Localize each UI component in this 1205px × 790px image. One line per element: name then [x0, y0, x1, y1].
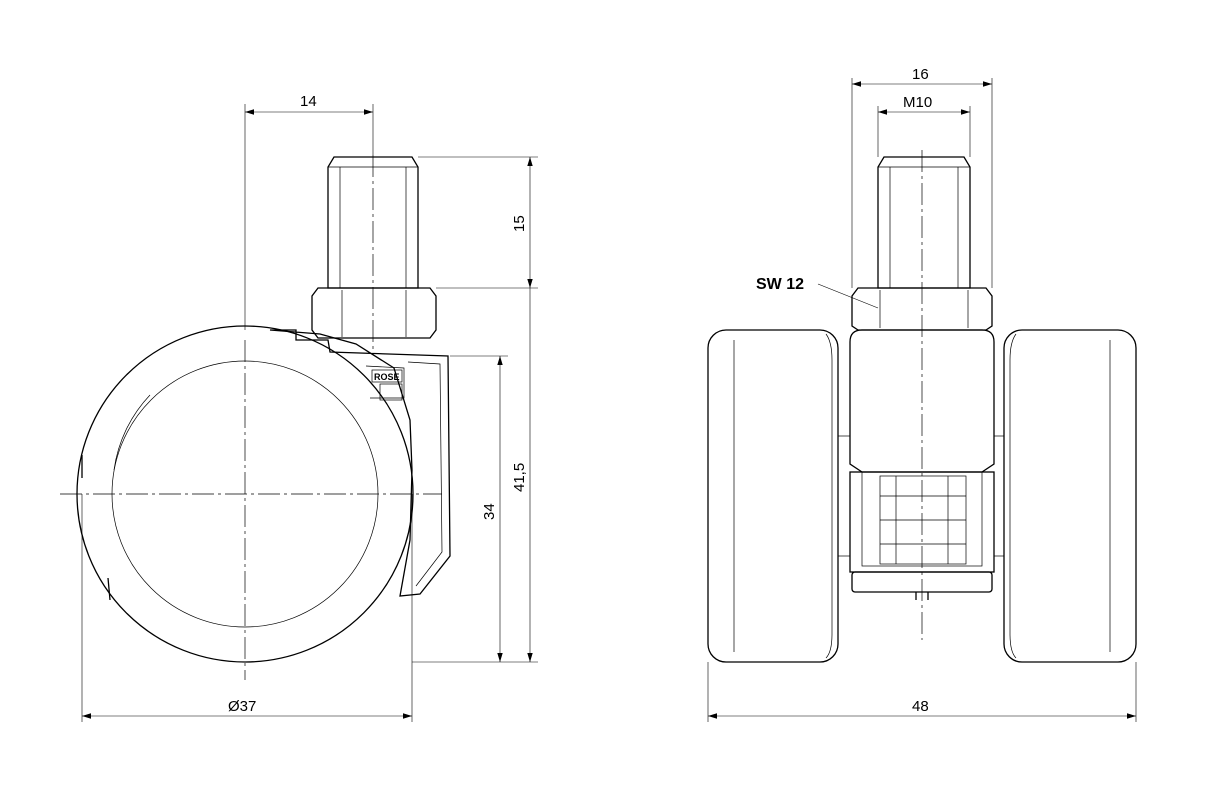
front-threaded-stem	[877, 156, 971, 289]
dim-m10-label: M10	[903, 94, 932, 111]
side-view: ROSE 14 15	[60, 93, 538, 722]
dim-41-5-label: 41,5	[511, 463, 528, 492]
side-logo-plate: ROSE	[371, 369, 403, 401]
wrench-size-callout: SW 12	[756, 276, 879, 309]
dim-15-label: 15	[511, 215, 528, 232]
dim-14-label: 14	[300, 93, 317, 110]
front-housing	[838, 329, 1004, 557]
dim-diameter-37: Ø37	[81, 494, 413, 722]
side-housing	[269, 329, 451, 597]
dim-41-5: 41,5	[412, 288, 538, 663]
front-right-wheel	[1003, 329, 1137, 663]
side-hex-nut	[311, 287, 437, 339]
dim-48: 48	[707, 662, 1137, 722]
dim-16-label: 16	[912, 66, 929, 83]
dim-48-label: 48	[912, 698, 929, 715]
dim-14: 14	[244, 93, 374, 330]
dim-34-label: 34	[481, 503, 498, 520]
logo-text: ROSE	[374, 372, 400, 382]
dim-diameter-37-label: Ø37	[228, 698, 256, 715]
dim-m10: M10	[877, 94, 971, 157]
front-left-wheel	[707, 329, 839, 663]
front-view: 16 M10 SW 12 48	[707, 66, 1137, 722]
dim-16: 16	[851, 66, 993, 288]
wrench-size-label: SW 12	[756, 276, 804, 293]
dim-15: 15	[418, 156, 538, 289]
dim-34: 34	[450, 355, 508, 662]
